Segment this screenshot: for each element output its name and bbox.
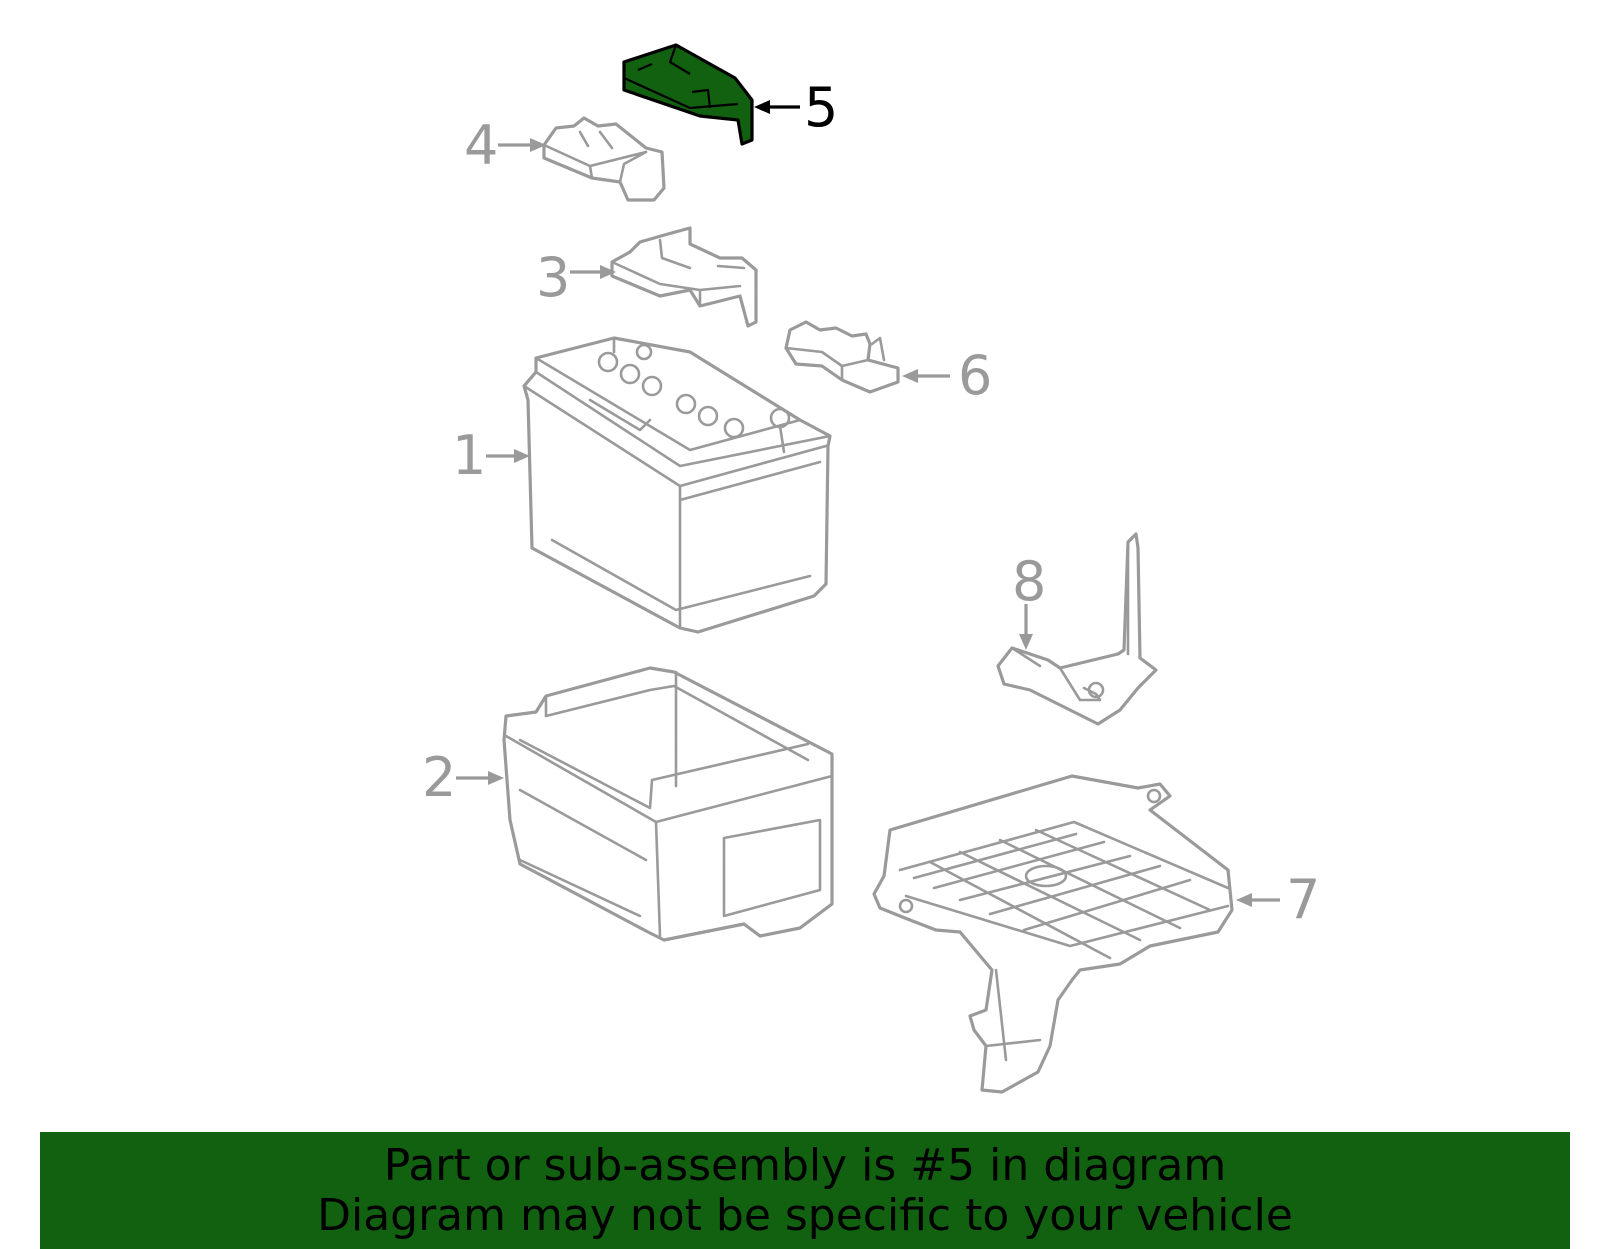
part-1-battery[interactable]: [522, 336, 832, 634]
callout-8-label: 8: [1012, 550, 1046, 613]
callout-4-label: 4: [464, 114, 498, 177]
callout-5: 5: [754, 76, 838, 139]
callout-3-label: 3: [536, 246, 570, 309]
part-6-terminal[interactable]: [784, 320, 900, 394]
part-7-tray[interactable]: [872, 774, 1234, 1094]
part-2-battery-box[interactable]: [502, 666, 834, 942]
info-banner: Part or sub-assembly is #5 in diagram Di…: [40, 1132, 1570, 1249]
callout-2-label: 2: [422, 746, 456, 809]
part-5-terminal-cover[interactable]: [622, 43, 754, 146]
callout-7: 7: [1236, 868, 1320, 931]
callout-4: 4: [464, 114, 546, 177]
callout-7-label: 7: [1286, 868, 1320, 931]
callout-5-label: 5: [804, 76, 838, 139]
callout-6-label: 6: [958, 344, 992, 407]
parts-diagram: 1 2 3 4 5 6 7 8: [422, 43, 1320, 1094]
banner-line-1: Part or sub-assembly is #5 in diagram: [383, 1139, 1227, 1191]
callout-6: 6: [902, 344, 992, 407]
callout-8: 8: [1012, 550, 1046, 650]
callout-2: 2: [422, 746, 504, 809]
callout-1: 1: [452, 424, 530, 487]
callout-3: 3: [536, 246, 616, 309]
banner-line-2: Diagram may not be specific to your vehi…: [317, 1189, 1293, 1241]
part-8-hold-down[interactable]: [996, 532, 1158, 726]
callout-1-label: 1: [452, 424, 486, 487]
part-4-terminal-clamp[interactable]: [542, 116, 666, 202]
part-3-bracket[interactable]: [610, 226, 758, 328]
